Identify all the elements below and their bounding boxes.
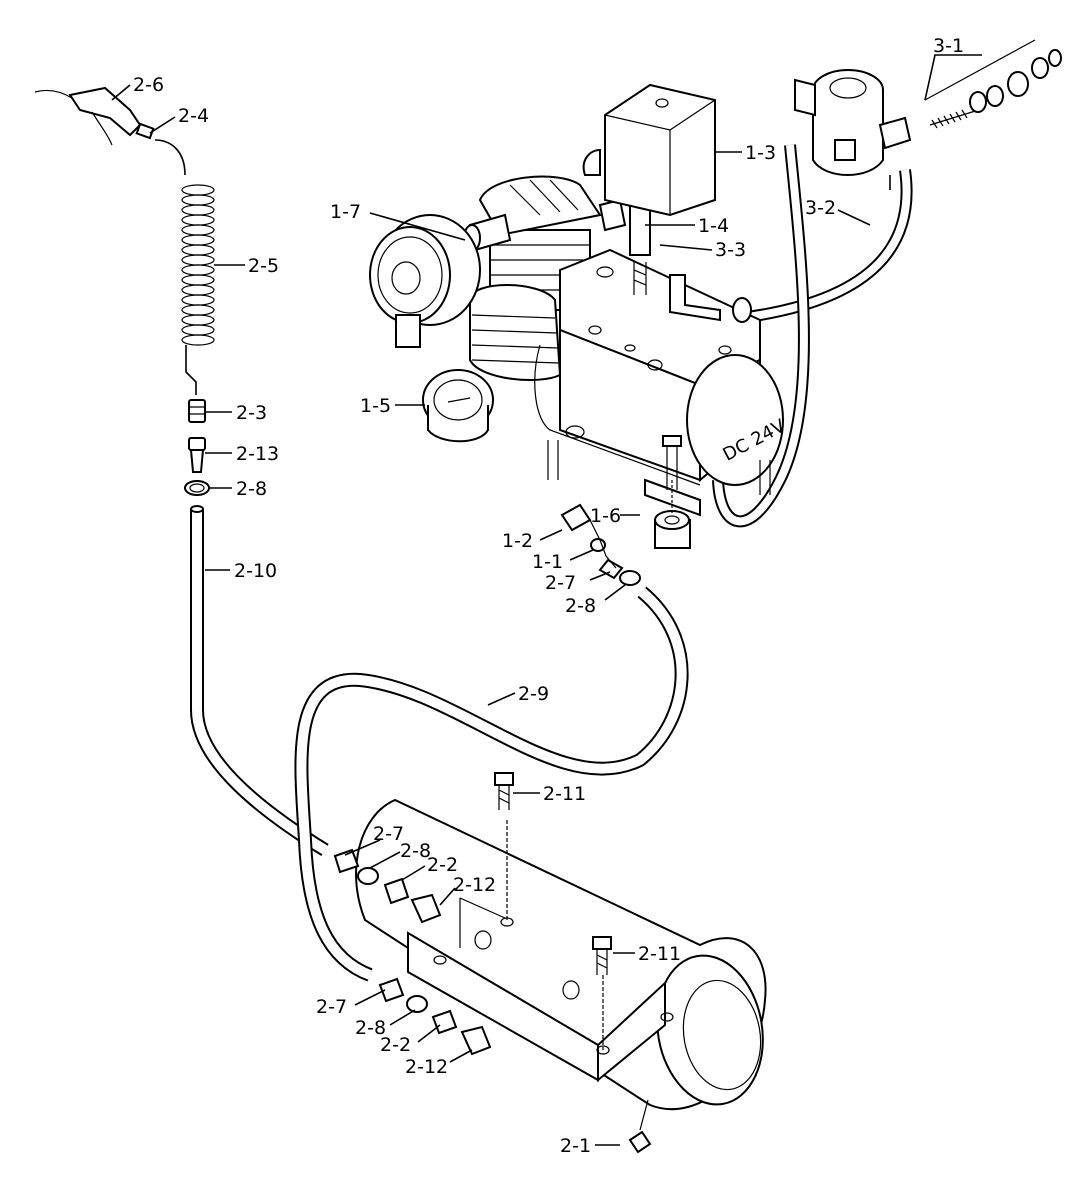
label-2-11-lower: 2-11: [638, 943, 681, 965]
label-1-2: 1-2: [502, 530, 533, 552]
bolt-2-11-lower: [592, 936, 612, 975]
label-2-8-top: 2-8: [236, 478, 267, 500]
tank-fittings-lower: [378, 977, 492, 1056]
label-2-8-lower: 2-8: [355, 1017, 386, 1039]
coiled-hose-2-5: [154, 139, 215, 395]
compressor-assembly: [463, 175, 784, 549]
label-2-8-outlet: 2-8: [565, 595, 596, 617]
fitting-2-3: [188, 399, 206, 423]
label-2-3: 2-3: [236, 402, 267, 424]
label-2-12-lower: 2-12: [405, 1056, 448, 1078]
air-gun-2-6: [34, 86, 155, 146]
hose-2-9: [294, 586, 689, 982]
hose-3-2: [712, 144, 913, 528]
label-2-2-lower: 2-2: [380, 1034, 411, 1056]
label-2-2-upper: 2-2: [427, 854, 458, 876]
tank-fittings-upper: [333, 848, 442, 924]
label-1-6: 1-6: [590, 505, 621, 527]
label-2-1: 2-1: [560, 1135, 591, 1157]
label-3-3: 3-3: [715, 239, 746, 261]
label-2-6: 2-6: [133, 74, 164, 96]
fitting-2-13: [188, 437, 206, 473]
label-2-4: 2-4: [178, 105, 209, 127]
pressure-gauge-1-5: [422, 369, 494, 443]
label-1-3: 1-3: [745, 142, 776, 164]
label-2-7-lower: 2-7: [316, 996, 347, 1018]
label-2-7-upper: 2-7: [373, 823, 404, 845]
label-2-11-upper: 2-11: [543, 783, 586, 805]
label-2-8-upper: 2-8: [400, 840, 431, 862]
air-tank: [355, 798, 767, 1154]
pressure-switch-1-3: [582, 83, 716, 217]
clamp-2-8-top: [184, 480, 210, 496]
label-2-12-upper: 2-12: [453, 874, 496, 896]
part-labels: 3-1 2-6 2-4 1-3 3-2 1-7 1-4 3-3 2-5 1-5 …: [133, 35, 964, 1157]
label-1-4: 1-4: [698, 215, 729, 237]
label-2-13: 2-13: [236, 443, 279, 465]
label-2-9: 2-9: [518, 683, 549, 705]
label-1-7: 1-7: [330, 201, 361, 223]
label-2-7-outlet: 2-7: [545, 572, 576, 594]
label-3-2: 3-2: [805, 197, 836, 219]
label-2-5: 2-5: [248, 255, 279, 277]
label-3-1: 3-1: [933, 35, 964, 57]
outlet-fittings: [560, 503, 641, 586]
label-1-5: 1-5: [360, 395, 391, 417]
leader-lines: [111, 54, 982, 1146]
bolt-2-11-upper: [494, 772, 514, 810]
label-1-1: 1-1: [532, 551, 563, 573]
label-2-10: 2-10: [234, 560, 277, 582]
solenoid-assembly-3-1: [794, 39, 1062, 176]
air-filter-1-7: [369, 214, 481, 348]
